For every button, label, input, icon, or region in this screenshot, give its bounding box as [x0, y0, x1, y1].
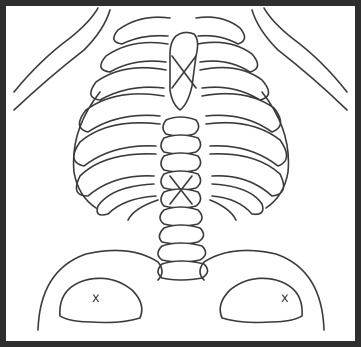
left-pelvis-marker: x	[92, 291, 100, 306]
vertebra-7	[159, 225, 203, 244]
right-pelvis-marker: x	[281, 291, 289, 306]
vertebra-3	[161, 153, 201, 172]
vertebra-8	[158, 243, 206, 262]
spine	[158, 117, 208, 280]
vertebra-1	[163, 117, 199, 136]
vertebra-2	[161, 135, 201, 154]
vertebra-5	[161, 189, 201, 208]
vertebra-4	[161, 171, 201, 190]
vertebra-6	[160, 207, 202, 226]
